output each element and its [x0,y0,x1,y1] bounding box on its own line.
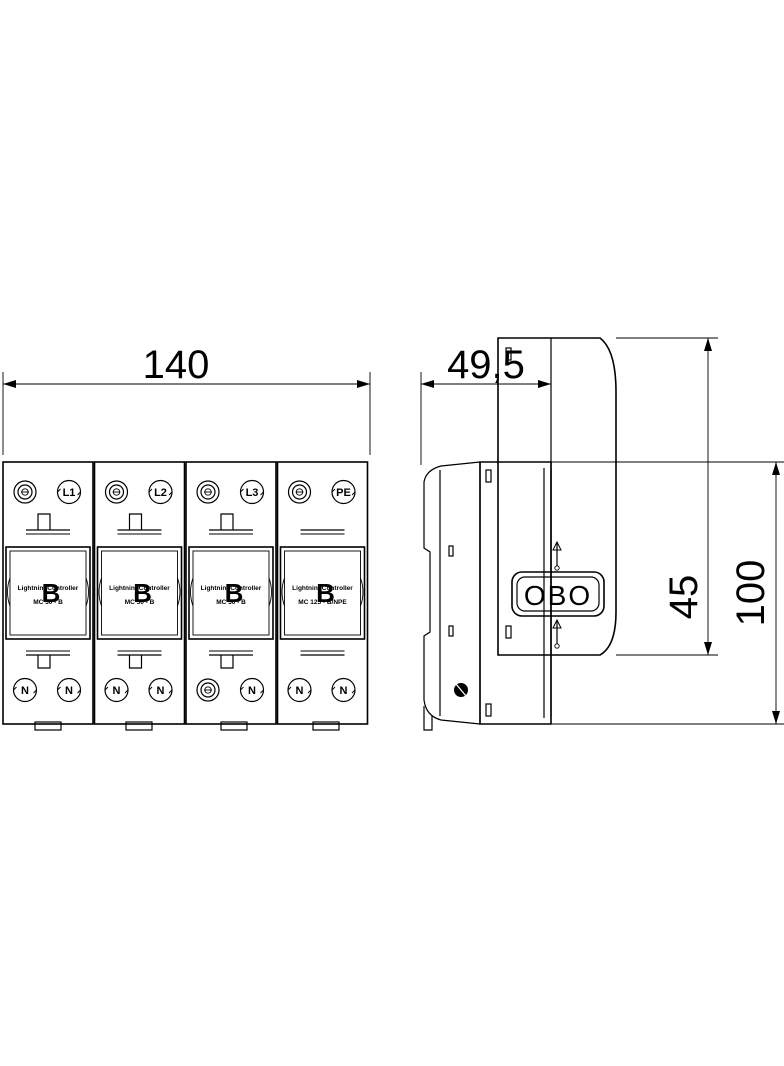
module-plug [279,546,366,640]
dimension-height-total: 100 [551,461,784,725]
module-housing [185,461,277,725]
side-view: 49,5 [420,337,784,731]
dimension-depth-label: 49,5 [447,343,525,387]
module-brand-glyph: B [316,578,335,608]
obo-logo: OBO [524,580,592,611]
dimension-front-height: 45 [616,337,718,656]
module-brand-glyph: B [42,578,61,608]
module-plug [96,546,183,640]
module-4-model: MC 125 - B/NPE [298,599,347,606]
module-2-top-terminal-2: L2 [154,487,167,499]
module-plug [5,546,91,640]
module-1-bottom-terminal-2: N [65,685,73,697]
side-plug: OBO [497,337,617,656]
module-4-top-terminal-2: PE [336,487,351,499]
module-housing [276,461,369,725]
dimension-front-height-label: 45 [662,575,706,620]
module-3-bottom-terminal-2: N [248,685,256,697]
module-housing [2,461,94,725]
dimension-height-total-label: 100 [729,560,773,627]
dimension-width-total: 140 [2,343,371,455]
din-clips [34,721,340,731]
module-1-brand-line: LightningController [18,585,79,592]
module-3-top-terminal-2: L3 [246,487,259,499]
dimension-depth: 49,5 [420,343,552,465]
module-3-top-status-indicator-1 [196,480,220,504]
module-2-bottom-terminal-2: N [157,685,165,697]
module-1-bottom-terminal-1: N [21,685,29,697]
module-plug [188,546,274,640]
module-1-top-status-indicator-1 [13,480,37,504]
module-2-bottom-terminal-1: N [113,685,121,697]
dimension-width-label: 140 [143,343,210,387]
module-3-model: MC 50 - B [216,599,246,606]
module-2-model: MC 50 - B [125,599,155,606]
module-4-bottom-terminal-2: N [340,685,348,697]
module-4-brand-line: LightningController [292,585,353,592]
module-3-bottom-status-indicator-1 [196,678,220,702]
module-housing [93,461,186,725]
module-brand-glyph: B [133,578,152,608]
module-1-top-terminal-2: L1 [63,487,76,499]
module-4-bottom-terminal-1: N [296,685,304,697]
side-housing [423,461,552,731]
module-1-model: MC 50 - B [33,599,63,606]
module-brand-glyph: B [225,578,244,608]
module-2-top-status-indicator-1 [104,480,129,504]
module-2-brand-line: LightningController [109,585,170,592]
module-4-top-status-indicator-1 [287,480,312,504]
module-3-brand-line: LightningController [201,585,262,592]
